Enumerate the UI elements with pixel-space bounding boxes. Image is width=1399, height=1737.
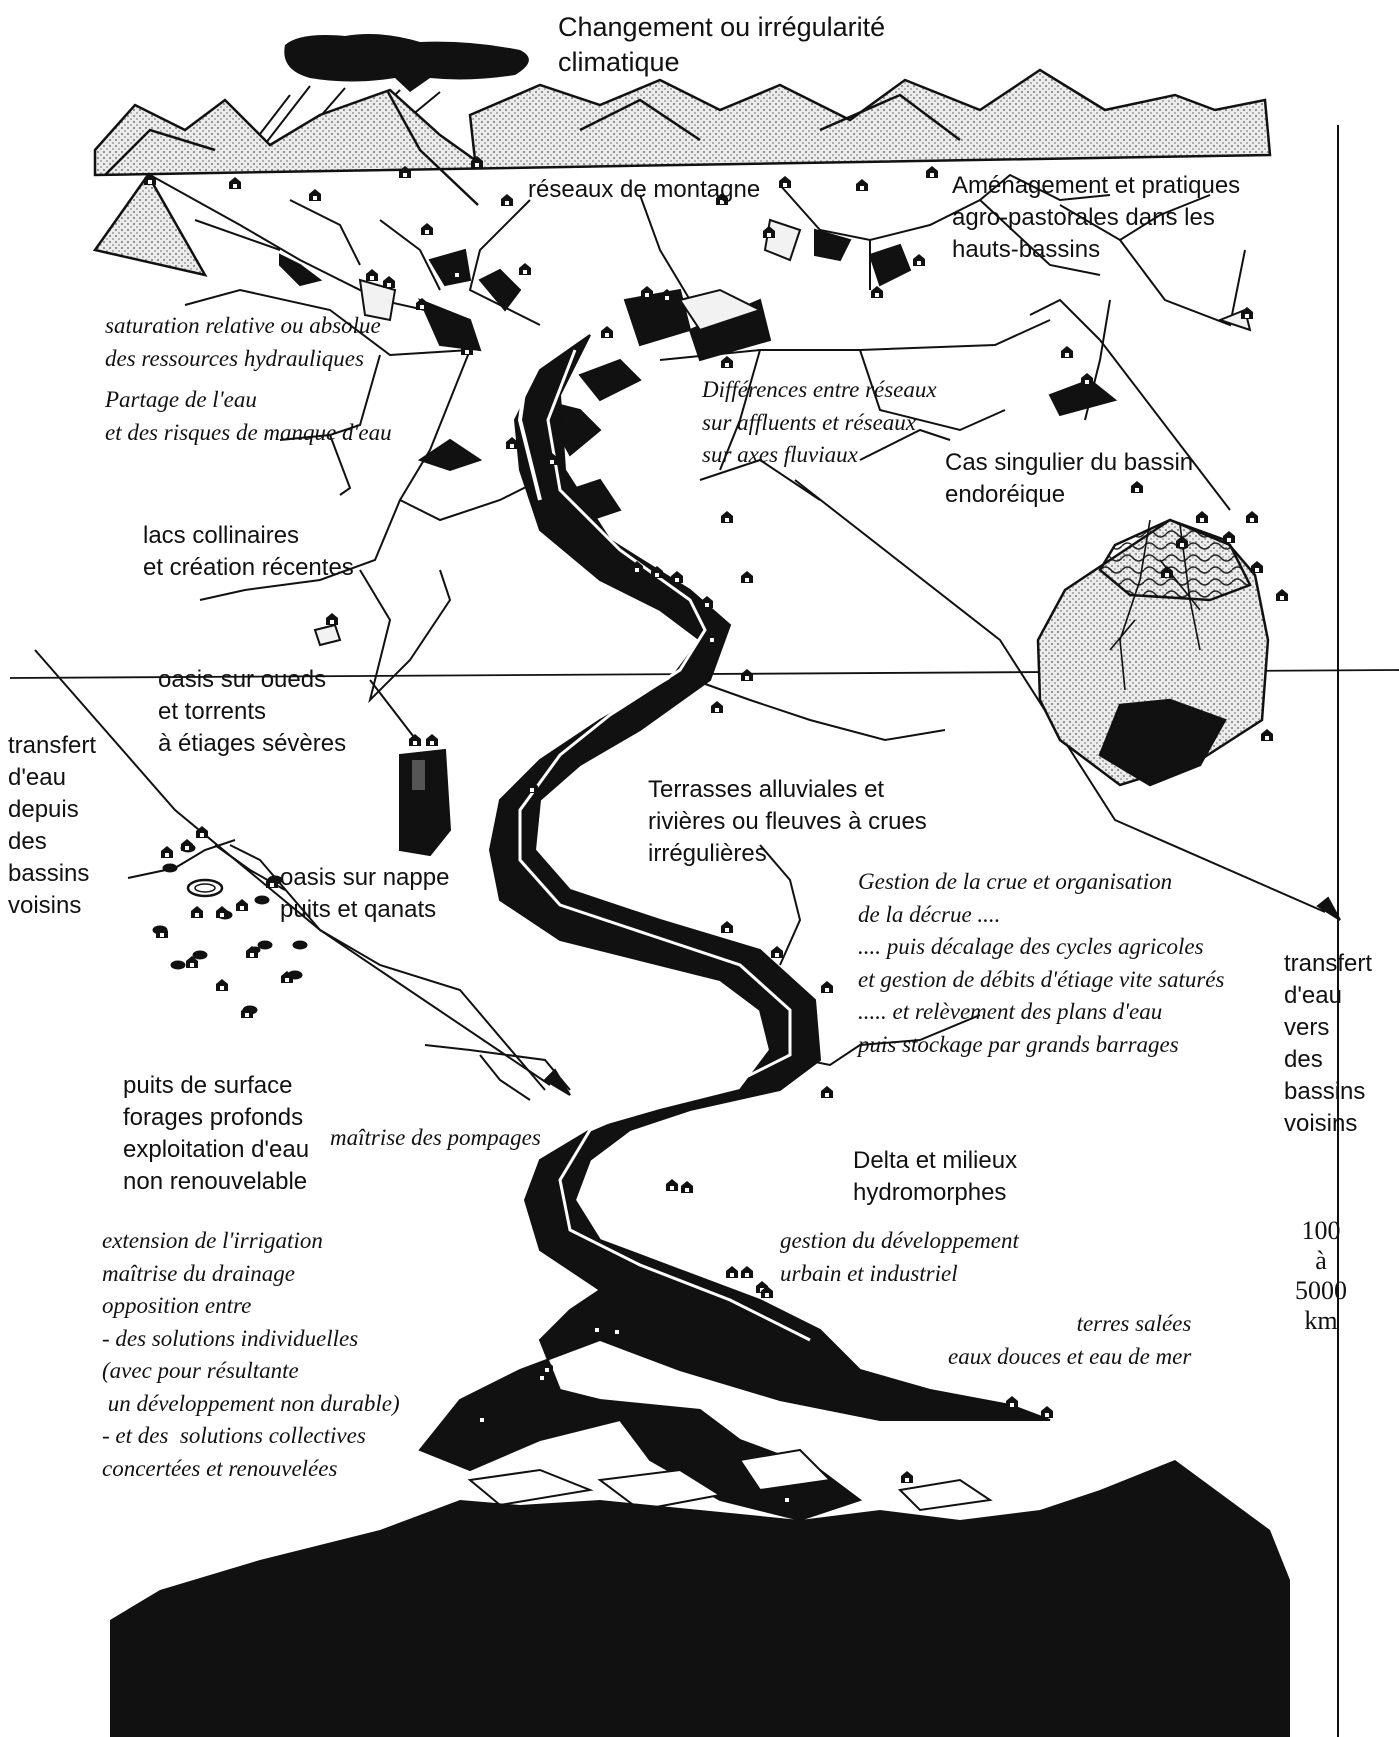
label-hill-lakes: lacs collinaires et création récentes (143, 520, 354, 584)
sea-mass (110, 1460, 1290, 1737)
label-network-differences: Différences entre réseaux sur affluents … (702, 374, 937, 472)
diagram-title: Changement ou irrégularité climatique (558, 10, 885, 80)
label-salt-lands: terres salées eaux douces et eau de mer (948, 1308, 1191, 1373)
label-flood-management: Gestion de la crue et organisation de la… (858, 866, 1224, 1061)
endorheic-basin (1020, 515, 1268, 785)
label-oases-aquifer: oasis sur nappe puits et qanats (280, 862, 449, 926)
label-oases-wadis: oasis sur oueds et torrents à étiages sé… (158, 664, 346, 760)
label-scale: 100 à 5000 km (1295, 1216, 1347, 1336)
label-saturation: saturation relative ou absolue des resso… (105, 310, 381, 375)
label-wells: puits de surface forages profonds exploi… (123, 1070, 309, 1198)
wadi-block (400, 750, 450, 855)
label-mountain-networks: réseaux de montagne (528, 174, 760, 206)
label-terraces: Terrasses alluviales et rivières ou fleu… (648, 774, 927, 870)
label-delta: Delta et milieux hydromorphes (853, 1145, 1017, 1209)
label-irrigation: extension de l'irrigation maîtrise du dr… (102, 1225, 400, 1485)
label-transfer-to: transfert d'eau vers des bassins voisins (1284, 948, 1372, 1140)
label-transfer-from: transfert d'eau depuis des bassins voisi… (8, 730, 96, 922)
label-agro-pastoral: Aménagement et pratiques agro-pastorales… (952, 170, 1240, 266)
label-water-sharing: Partage de l'eau et des risques de manqu… (105, 384, 392, 449)
label-endorheic: Cas singulier du bassin endoréique (945, 447, 1193, 511)
label-urban: gestion du développement urbain et indus… (780, 1225, 1019, 1290)
label-pumping: maîtrise des pompages (330, 1122, 541, 1155)
